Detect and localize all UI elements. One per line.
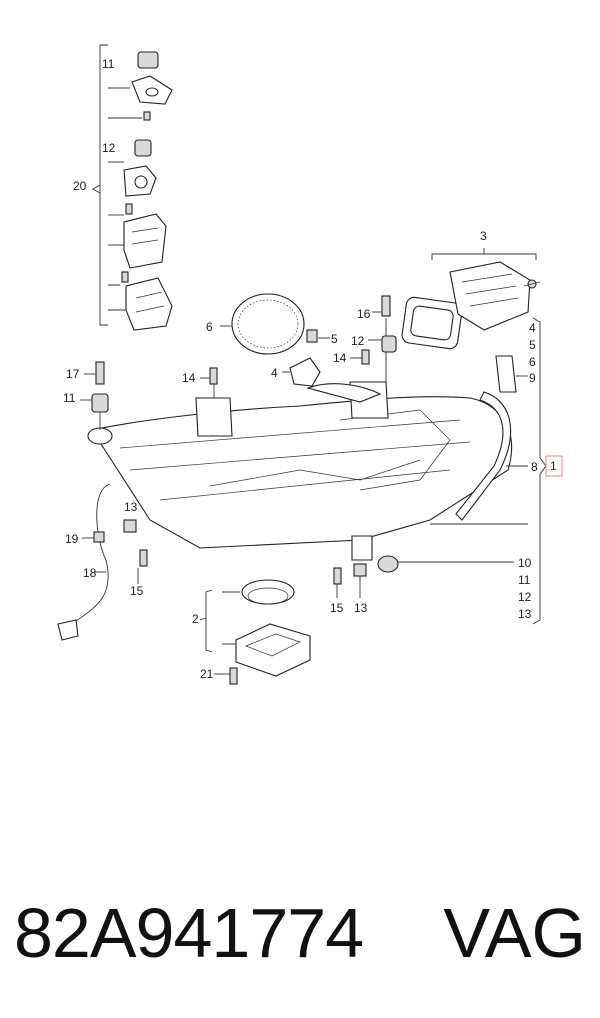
callout-20: 20	[73, 179, 87, 193]
callout-5b: 5	[529, 338, 536, 352]
callout-13b: 13	[354, 601, 368, 615]
callout-17: 17	[66, 367, 80, 381]
item-4-bulb	[289, 357, 321, 387]
screw-15a	[139, 549, 148, 567]
screw-14a	[209, 367, 218, 385]
screw-17	[95, 361, 105, 385]
callout-6b: 6	[529, 355, 536, 369]
item-5-cap	[306, 329, 318, 343]
brand-label: VAG	[443, 894, 586, 972]
callout-9: 9	[529, 371, 536, 385]
callout-11c: 11	[63, 391, 76, 405]
footer: 82A941774 VAG	[0, 890, 600, 980]
clip-13a	[123, 519, 137, 533]
group-3-lamp-module	[401, 248, 541, 350]
item-8-strip	[455, 391, 512, 521]
callout-1: 1	[550, 459, 557, 473]
callout-12: 12	[102, 141, 116, 155]
callout-4: 4	[271, 366, 278, 380]
callout-13a: 13	[124, 500, 138, 514]
item-10-grommet	[377, 555, 399, 573]
callout-5: 5	[331, 332, 338, 346]
item-19-clip	[93, 531, 105, 543]
part-number: 82A941774	[14, 894, 364, 972]
headlamp-housing	[87, 381, 513, 561]
clip-13b	[353, 563, 367, 577]
callout-bracket-1	[532, 317, 563, 625]
screw-16	[381, 295, 391, 317]
screw-15b	[333, 567, 342, 585]
callout-12b: 12	[351, 334, 365, 348]
callout-11: 11	[102, 57, 115, 71]
callout-15b: 15	[330, 601, 344, 615]
callout-19: 19	[65, 532, 79, 546]
callout-15a: 15	[130, 584, 144, 598]
callout-labels: 11 12 20 3 6 5 4 16 12 14 17 14 11 4 5 6…	[63, 57, 557, 681]
callout-3: 3	[480, 229, 487, 243]
callout-11b: 11	[518, 573, 531, 587]
callout-14a: 14	[182, 371, 196, 385]
callout-16: 16	[357, 307, 371, 321]
callout-12c: 12	[518, 590, 532, 604]
callout-8: 8	[531, 460, 538, 474]
group-2-control-unit	[199, 579, 311, 685]
item-18-connector	[57, 619, 79, 641]
headlight-exploded-diagram: 11 12 20 3 6 5 4 16 12 14 17 14 11 4 5 6…	[57, 44, 563, 685]
callout-21: 21	[200, 667, 214, 681]
bush-12b	[381, 335, 397, 353]
item-6-cover	[220, 293, 305, 355]
bush-11c	[91, 393, 109, 413]
callout-18: 18	[83, 566, 97, 580]
callout-4b: 4	[529, 321, 536, 335]
screw-14b	[361, 349, 370, 365]
callout-6: 6	[206, 320, 213, 334]
callout-2: 2	[192, 612, 199, 626]
callout-14b: 14	[333, 351, 347, 365]
callout-10: 10	[518, 556, 532, 570]
item-9-clip	[495, 355, 517, 393]
callout-13c: 13	[518, 607, 532, 621]
group-20-bracket	[92, 44, 173, 331]
